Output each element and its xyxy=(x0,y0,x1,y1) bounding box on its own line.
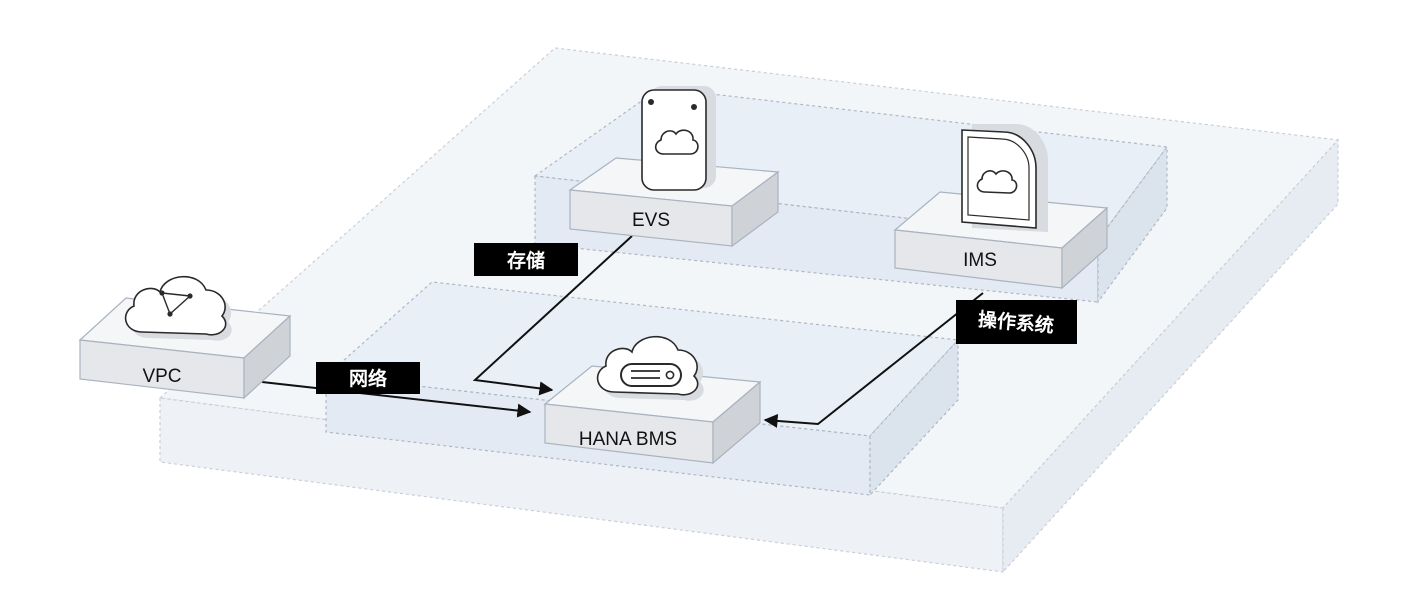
vpc-label: VPC xyxy=(142,366,181,387)
network-tag-label: 网络 xyxy=(349,367,387,390)
evs-disk-icon xyxy=(641,86,716,191)
storage-tag-label: 存储 xyxy=(507,249,545,272)
vpc-node[interactable]: VPC xyxy=(78,275,292,400)
connection-lines xyxy=(261,235,984,428)
bms-node[interactable]: HANA BMS xyxy=(543,335,762,465)
ims-label: IMS xyxy=(963,250,997,271)
evs-label: EVS xyxy=(632,210,670,231)
os-tag: 操作系统 xyxy=(956,300,1077,344)
bms-server-cloud-icon xyxy=(596,335,704,401)
network-connection-line xyxy=(261,381,532,418)
evs-node[interactable]: EVS xyxy=(568,86,780,248)
ims-image-icon xyxy=(961,124,1048,232)
storage-tag: 存储 xyxy=(474,243,578,276)
ims-node[interactable]: IMS xyxy=(893,124,1109,290)
network-tag: 网络 xyxy=(316,362,420,394)
bms-label: HANA BMS xyxy=(579,429,677,450)
vpc-cloud-icon xyxy=(124,275,232,341)
storage-connection-line xyxy=(472,235,633,396)
os-connection-line xyxy=(763,292,984,428)
